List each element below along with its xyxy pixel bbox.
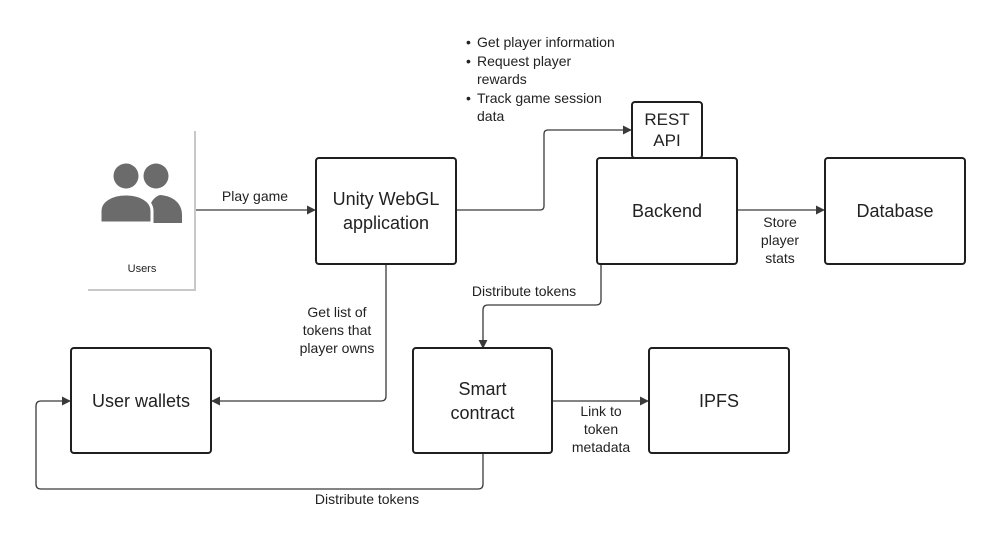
database-node[interactable]: Database [824,157,966,265]
unity-to-wallets-connector [211,264,387,406]
play-game-label: Play game [221,188,289,204]
backend-to-contract-connector [478,264,602,349]
distribute-tokens-backend-label: Distribute tokens [471,283,577,299]
smart-contract-node[interactable]: Smart contract [412,347,553,454]
users-icon [98,163,182,225]
users-frame [88,131,196,291]
user-wallets-node[interactable]: User wallets [70,347,212,454]
unity-to-api-connector [456,125,632,211]
api-note-item: Request player rewards [466,52,656,89]
api-note-item: Get player information [466,33,656,52]
ipfs-node[interactable]: IPFS [648,347,790,454]
backend-node[interactable]: Backend [596,157,738,265]
get-token-list-label: Get list of tokens that player owns [299,304,375,356]
distribute-tokens-wallets-label: Distribute tokens [314,491,420,507]
api-note-item: Track game session data [466,89,656,126]
api-notes-list: Get player information Request player re… [466,33,656,126]
link-metadata-label: Link to token metadata [571,403,631,455]
unity-webgl-app-node[interactable]: Unity WebGL application [315,157,457,265]
contract-to-wallets-connector [35,396,484,490]
store-player-stats-label: Store player stats [760,214,800,266]
users-label: Users [127,263,157,275]
